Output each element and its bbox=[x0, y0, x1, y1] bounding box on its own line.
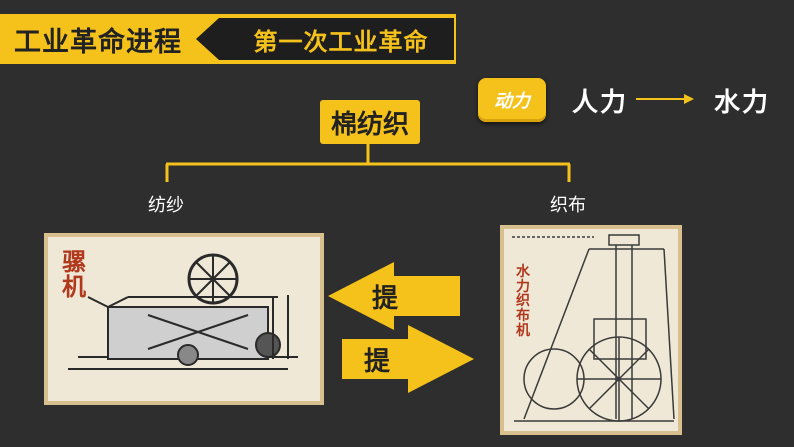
power-badge: 动力 bbox=[478, 78, 546, 122]
subtitle: 第一次工业革命 bbox=[253, 27, 429, 56]
mule-machine-photo bbox=[44, 233, 324, 405]
water-loom-illustration bbox=[504, 229, 678, 431]
left-arrow-icon bbox=[328, 262, 460, 330]
section-title-banner: 工业革命进程 bbox=[0, 14, 225, 64]
subtitle-banner-shape bbox=[188, 14, 456, 64]
mule-machine-illustration bbox=[48, 237, 320, 401]
water-loom-caption: 水力织布机 bbox=[516, 264, 530, 339]
mule-machine-caption: 骡机 bbox=[62, 248, 86, 302]
power-from: 人力 bbox=[572, 88, 629, 118]
spinning-label: 纺纱 bbox=[148, 195, 184, 216]
right-arrow-icon bbox=[636, 94, 694, 104]
power-to: 水力 bbox=[714, 88, 771, 118]
left-arrow-label: 提 bbox=[372, 284, 399, 314]
right-arrow-shape-icon bbox=[342, 325, 474, 393]
water-loom-photo bbox=[500, 225, 682, 435]
tree-connector bbox=[165, 144, 571, 182]
cotton-textile-node: 棉纺织 bbox=[320, 100, 420, 144]
right-arrow-label: 提 bbox=[364, 347, 391, 377]
section-title: 工业革命进程 bbox=[14, 26, 182, 58]
weaving-label: 织布 bbox=[550, 195, 586, 216]
